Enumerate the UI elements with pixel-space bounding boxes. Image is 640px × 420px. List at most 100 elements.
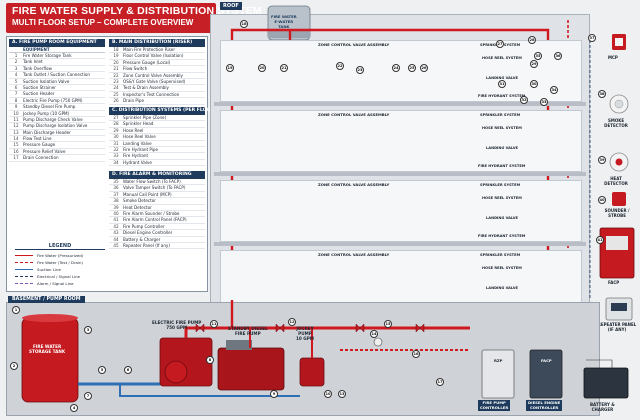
callout-number: 14 xyxy=(370,330,378,338)
electric-pump-label: ELECTRIC FIRE PUMP 750 GPM xyxy=(152,320,201,330)
section-d-item-text: Fire Pump Controller xyxy=(123,223,165,229)
section-d-item-number: 35 xyxy=(113,179,119,184)
section-b-item-number: 22 xyxy=(113,72,119,78)
section-a-item-text: Suction Header xyxy=(23,91,55,97)
callout-number: 1 xyxy=(12,306,20,314)
section-c-item-number: 27 xyxy=(113,115,119,120)
section-d: D. FIRE ALARM & MONITORING 35 Water Flow … xyxy=(109,171,205,250)
jockey-pump xyxy=(299,357,325,387)
section-c-item-number: 32 xyxy=(113,146,119,152)
section-c-item-number: 31 xyxy=(113,140,119,146)
callout-number: 8 xyxy=(206,356,214,364)
battery-charger-label: BATTERY & CHARGER xyxy=(590,402,615,412)
basement-label: BASEMENT / PUMP ROOM xyxy=(8,296,85,303)
section-b-item-number: 18 xyxy=(113,47,119,52)
callout-number: 38 xyxy=(598,90,606,98)
callout-number: 2 xyxy=(10,362,18,370)
section-b-item: 25 Inspector's Test Connection xyxy=(109,91,205,99)
section-a-item-number: 6 xyxy=(14,84,18,90)
legend-list: Fire Water (Pressurized)Fire Water (Test… xyxy=(15,252,105,287)
legend-swatch xyxy=(15,255,33,256)
section-b-item-text: Flow Switch xyxy=(123,66,148,72)
section-a-item-number: 13 xyxy=(13,129,19,135)
section-d-item-text: Repeater Panel (If any) xyxy=(123,242,170,248)
section-a-item-number: 10 xyxy=(13,110,19,116)
section-a-item-text: Pump Discharge Isolation Valve xyxy=(23,123,88,129)
section-d-item-text: Smoke Detector xyxy=(123,198,156,204)
section-d-item-text: Heat Detector xyxy=(123,204,152,210)
section-c-item-text: Sprinkler Pipe (Zone) xyxy=(123,115,167,120)
legend-item: Fire Water (Test / Drain) xyxy=(15,259,105,266)
repeater-screen xyxy=(611,303,627,311)
callout-number: 28 xyxy=(528,36,536,44)
electric-pump-volute xyxy=(164,360,188,384)
section-d-item-number: 39 xyxy=(113,204,119,210)
section-d-title: D. FIRE ALARM & MONITORING xyxy=(109,171,205,179)
fire-pump-controller-label: FIRE PUMP CONTROLLER xyxy=(478,400,511,412)
section-a-item-number: 1 xyxy=(14,53,18,58)
section-a-item-number: 16 xyxy=(13,148,19,154)
section-b-title: B. MAIN DISTRIBUTION (RISER) xyxy=(109,39,205,47)
section-a-item: 16 Pressure Relief Valve xyxy=(9,148,105,156)
section-b-item-number: 20 xyxy=(113,59,119,65)
zone-valve-label: ZONE CONTROL VALVE ASSEMBLY xyxy=(318,112,390,117)
callout-number: 9 xyxy=(270,390,278,398)
section-a-item-text: Drain Connection xyxy=(23,155,59,161)
callout-number: 35 xyxy=(534,52,542,60)
section-c-item-number: 29 xyxy=(113,127,119,133)
facp-label: FACP xyxy=(608,280,620,285)
section-b-item-number: 23 xyxy=(113,78,119,84)
callout-number: 3 xyxy=(84,326,92,334)
section-d-item-number: 44 xyxy=(113,236,119,242)
discharge-valve-icon xyxy=(275,323,285,333)
section-a-title: A. FIRE PUMP ROOM EQUIPMENT xyxy=(9,39,105,47)
hydrant-label: FIRE HYDRANT SYSTEM xyxy=(478,164,526,168)
diesel-controller-label-1: DIESEL ENGINE xyxy=(528,400,561,405)
callout-number: 24 xyxy=(392,64,400,72)
diesel-pump-label-2: FIRE PUMP xyxy=(235,331,261,336)
hydrant-label: FIRE HYDRANT SYSTEM xyxy=(478,94,526,98)
section-b-item-number: 25 xyxy=(113,91,119,97)
hose-label: HOSE REEL SYSTEM xyxy=(482,266,522,270)
section-b-item-number: 21 xyxy=(113,66,119,72)
legend-title: LEGEND xyxy=(15,243,105,250)
callout-number: 29 xyxy=(530,60,538,68)
roof-tank-label-1: FIRE WATER xyxy=(271,14,297,19)
section-b-item-text: OS&Y Gate Valve (Supervised) xyxy=(123,78,186,84)
section-d-item-text: Fire Alarm Sounder / Strobe xyxy=(123,210,180,216)
landing-label: LANDING VALVE xyxy=(486,76,518,80)
section-c-item: 27 Sprinkler Pipe (Zone) xyxy=(109,115,205,122)
callout-number: 26 xyxy=(420,64,428,72)
section-b-item-text: Inspector's Test Connection xyxy=(123,91,180,97)
section-a-item-text: Electric Fire Pump (750 GPM) xyxy=(23,97,83,103)
section-d-item-number: 42 xyxy=(113,223,119,229)
storage-tank-label-2: STORAGE TANK xyxy=(29,349,66,354)
callout-number: 22 xyxy=(336,62,344,70)
section-d-item-number: 37 xyxy=(113,191,119,197)
section-c-item-number: 33 xyxy=(113,153,119,159)
legend-swatch xyxy=(15,262,33,263)
section-a-item-text: Pressure Relief Valve xyxy=(23,148,66,154)
floor xyxy=(220,180,582,242)
landing-label: LANDING VALVE xyxy=(486,286,518,290)
title-banner: FIRE WATER SUPPLY & DISTRIBUTION SYSTEM … xyxy=(6,3,262,33)
heat-detector-label: HEAT DETECTOR xyxy=(604,176,628,186)
legend-text: Electrical / Signal Line xyxy=(37,274,80,279)
callout-number: 21 xyxy=(280,64,288,72)
battery-wiring xyxy=(586,359,613,368)
legend: LEGEND Fire Water (Pressurized)Fire Wate… xyxy=(15,243,105,287)
callout-number: 39 xyxy=(598,156,606,164)
section-d-item-text: Water Flow Switch (To FACP) xyxy=(123,179,181,184)
fire-pump-controller-label-2: CONTROLLER xyxy=(480,404,509,410)
